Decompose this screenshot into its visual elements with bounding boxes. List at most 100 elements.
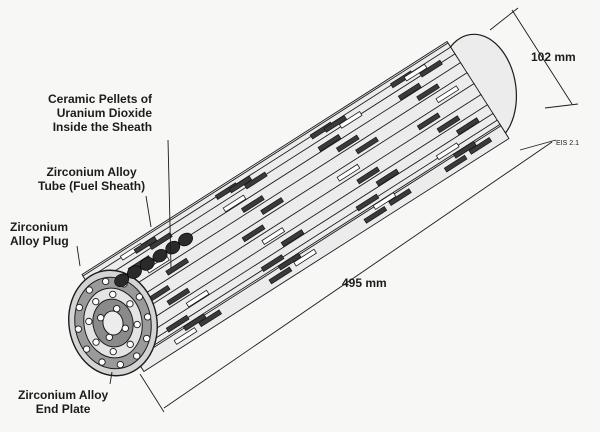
label-fuel-sheath: Zirconium Alloy Tube (Fuel Sheath) bbox=[38, 165, 145, 193]
element-end-cap-18 bbox=[92, 298, 100, 306]
spacer-pad-11-3 bbox=[372, 192, 397, 210]
spacer-pad-9-1 bbox=[185, 289, 210, 308]
end-plate-drawing bbox=[68, 269, 158, 377]
element-end-cap-24 bbox=[113, 305, 121, 313]
fuel-bundle bbox=[81, 33, 518, 373]
spacer-pad-12-3 bbox=[388, 188, 412, 207]
diameter-extension-bottom bbox=[544, 103, 579, 109]
spacer-pad-12-2 bbox=[293, 248, 317, 267]
spacer-pad-4-2 bbox=[222, 194, 247, 213]
spacer-pad-3-3 bbox=[338, 111, 363, 129]
spacer-pad-3-2 bbox=[243, 171, 268, 190]
spacer-pad-7-2 bbox=[241, 224, 266, 243]
spacer-pad-12-1 bbox=[198, 309, 223, 328]
element-end-cap-21 bbox=[121, 324, 129, 332]
label-diameter: 102 mm bbox=[531, 50, 576, 64]
element-end-cap-22 bbox=[105, 333, 113, 341]
element-end-cap-6 bbox=[82, 345, 91, 353]
element-end-cap-14 bbox=[126, 340, 134, 348]
spacer-pad-4-3 bbox=[317, 134, 342, 152]
element-end-cap-8 bbox=[75, 303, 83, 312]
element-end-cap-3 bbox=[133, 352, 141, 360]
spacer-pad-6-3 bbox=[355, 136, 379, 155]
spacer-pad-9-4 bbox=[455, 117, 480, 136]
spacer-pad-13-3 bbox=[363, 205, 388, 224]
spacer-pad-7-3 bbox=[336, 163, 361, 182]
element-end-cap-16 bbox=[92, 338, 100, 346]
element-end-cap-2 bbox=[143, 334, 151, 343]
alloy-plug-leader bbox=[76, 245, 81, 267]
diameter-extension-top bbox=[489, 7, 519, 31]
element-end-cap-1 bbox=[144, 313, 152, 321]
spacer-pad-3-1 bbox=[148, 232, 173, 250]
spacer-pad-11-4 bbox=[452, 140, 477, 159]
label-fuel-sheath-line-1: Zirconium Alloy bbox=[46, 165, 137, 179]
spacer-pad-11-1 bbox=[182, 313, 207, 332]
spacer-pad-9-3 bbox=[375, 168, 400, 187]
element-end-cap-13 bbox=[133, 320, 141, 329]
uranium-pellets bbox=[114, 232, 193, 288]
label-pellets-line-2: Uranium Dioxide bbox=[56, 106, 153, 120]
spacer-pad-2-2 bbox=[228, 175, 253, 194]
label-leader-lines bbox=[76, 139, 172, 385]
spacer-pad-5-2 bbox=[240, 195, 265, 213]
dimension-lines bbox=[139, 7, 579, 413]
element-end-cap-9 bbox=[85, 286, 93, 294]
pellets-leader bbox=[167, 139, 172, 269]
spacer-pad-8-2 bbox=[261, 227, 286, 245]
label-alloy-plug: Zirconium Alloy Plug bbox=[10, 220, 69, 248]
spacer-pad-4-4 bbox=[397, 82, 422, 101]
element-end-cap-10 bbox=[102, 277, 110, 286]
spacer-pad-13-1 bbox=[173, 327, 198, 345]
label-fuel-sheath-line-2: Tube (Fuel Sheath) bbox=[38, 179, 146, 193]
label-alloy-plug-line-1: Zirconium bbox=[10, 220, 69, 234]
spacer-pad-6-1 bbox=[165, 257, 190, 276]
length-extension-front bbox=[139, 373, 165, 413]
uo2-pellet-6 bbox=[178, 232, 193, 247]
spacer-pad-10-1 bbox=[165, 314, 190, 333]
label-end-plate: Zirconium Alloy End Plate bbox=[18, 388, 108, 416]
spacer-pad-6-4 bbox=[435, 85, 460, 104]
spacer-pad-2-3 bbox=[323, 114, 348, 133]
label-end-plate-line-1: Zirconium Alloy bbox=[18, 388, 109, 402]
label-length: 495 mm bbox=[342, 276, 387, 290]
element-end-cap-12 bbox=[135, 293, 144, 301]
spacer-pad-8-4 bbox=[436, 115, 461, 134]
spacer-pad-13-2 bbox=[268, 266, 293, 285]
label-figure-code: EIS 2.1 bbox=[556, 140, 579, 147]
label-pellets: Ceramic Pellets of Uranium Dioxide Insid… bbox=[48, 92, 152, 134]
end-plate-hub bbox=[102, 310, 124, 336]
fuel-sheath-leader bbox=[145, 195, 152, 228]
spacer-pad-5-4 bbox=[416, 83, 440, 102]
end-plate-leader bbox=[109, 371, 113, 385]
spacer-pad-10-3 bbox=[355, 193, 380, 212]
element-end-cap-20 bbox=[126, 300, 134, 308]
length-extension-rear bbox=[519, 139, 557, 151]
element-end-cap-17 bbox=[85, 317, 93, 326]
label-pellets-line-3: Inside the Sheath bbox=[52, 120, 153, 134]
spacer-pad-2-1 bbox=[133, 236, 158, 254]
label-alloy-plug-line-2: Alloy Plug bbox=[10, 234, 69, 248]
spacer-pad-2-4 bbox=[403, 63, 428, 82]
label-end-plate-line-2: End Plate bbox=[35, 402, 91, 416]
spacer-pad-3-4 bbox=[419, 59, 443, 78]
spacer-pad-7-4 bbox=[416, 112, 441, 131]
spacer-pad-8-3 bbox=[356, 166, 381, 185]
spacer-pad-10-2 bbox=[260, 254, 285, 273]
element-end-cap-7 bbox=[74, 325, 82, 333]
element-end-cap-4 bbox=[116, 360, 124, 369]
spacer-pad-9-2 bbox=[280, 229, 305, 247]
spacer-pad-11-2 bbox=[277, 252, 302, 271]
length-dimension-line bbox=[163, 141, 553, 409]
label-pellets-line-1: Ceramic Pellets of bbox=[48, 92, 153, 106]
element-end-cap-15 bbox=[109, 347, 117, 356]
spacer-pad-5-3 bbox=[335, 134, 360, 153]
diameter-dimension-line bbox=[511, 9, 573, 105]
spacer-pad-6-2 bbox=[260, 197, 284, 215]
element-end-cap-5 bbox=[98, 358, 106, 366]
spacer-pad-10-4 bbox=[435, 142, 460, 161]
spacer-pad-13-4 bbox=[443, 154, 468, 173]
spacer-pad-8-1 bbox=[166, 287, 191, 306]
